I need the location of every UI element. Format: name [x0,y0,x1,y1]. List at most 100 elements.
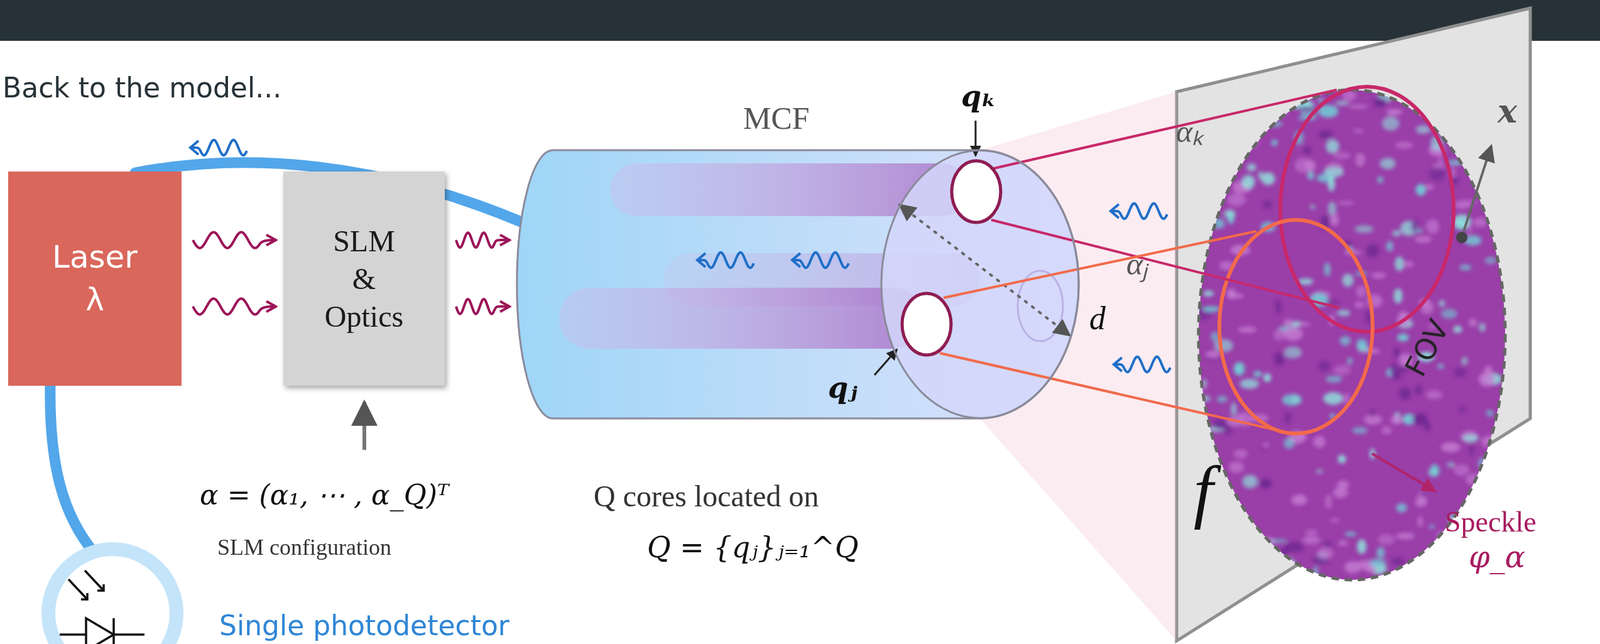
speckle-grain [1230,402,1237,417]
speckle-grain [1284,566,1303,575]
speckle-grain [1322,391,1344,405]
speckle-grain [1242,474,1259,489]
core-label: αₖ [1175,108,1203,152]
speckle-grain [1263,442,1269,447]
speckle-grain [1326,300,1341,305]
text-holder: αₖ [949,158,1003,225]
photodetector: Single photodetector [40,541,185,644]
speckle-grain [1241,565,1256,575]
speckle-grain [1199,189,1220,196]
speckle-grain [1291,494,1308,506]
speckle-grain [1376,176,1384,184]
wave-arrow-head [792,253,801,267]
speckle-grain [1297,278,1313,285]
speckle-grain [1391,370,1403,380]
core-outline [900,291,953,357]
speckle-grain [1351,427,1367,435]
qj-arrow [874,349,898,376]
point-label: x [1497,92,1518,129]
speckle-grain [1302,535,1321,545]
title-bar [0,0,1600,41]
speckle-grain [1312,565,1318,579]
config-vector: α = (α₁, ⋯ , α_Q)ᵀ [199,479,449,511]
speckle-grain [1273,328,1286,340]
wave-arrow [190,140,247,156]
speckle-grain [1458,116,1468,131]
node-text: SLM & Optics [320,222,409,336]
speckle-grain [1385,108,1403,115]
speckle-grain [1229,165,1237,174]
speckle-grain [1441,308,1458,319]
core-ring [902,293,952,355]
speckle-grain [1205,550,1219,558]
fiber-node: MCFαₖαⱼ [517,150,1079,419]
speckle-grain [1271,139,1278,146]
speckle-grain [1414,496,1427,507]
speckle-grain [1324,494,1332,509]
speckle-grain [1459,264,1472,271]
fiber-face-contour [881,150,1079,419]
speckle-grain [1484,498,1499,505]
detector-ring [48,549,177,644]
core-set: Q = {qⱼ}ⱼ₌₁^Q [647,531,859,564]
speckle-grain [1315,469,1323,474]
speckle-grain [1191,395,1211,403]
speckle-grain [1228,461,1245,474]
text-holder: Laserλ [8,171,182,386]
speckle-grain [1451,139,1465,148]
speckle-grain [1415,184,1426,196]
speckle-grain [1241,88,1252,97]
speckle-grain [1376,547,1385,558]
speckle-grain [1284,437,1295,450]
speckle-grain [1263,373,1271,382]
speckle-grain [1420,491,1426,497]
speckle-grain [1365,565,1376,573]
speckle-symbol: φ_α [1468,540,1526,574]
photodiode-symbol [81,593,88,600]
text-holder: SLM & Optics [283,171,445,386]
speckle-grain [1417,516,1423,528]
speckle-grain [1414,385,1423,396]
speckle-grain [1482,173,1494,183]
text-holder: αⱼ [900,291,953,357]
detector-outline [40,541,185,644]
speckle-grain [1326,139,1340,154]
speckle-grain [1240,571,1252,581]
cores-caption: Q cores located on [593,479,820,514]
speckle-grain [1338,201,1356,205]
speckle-grain [1318,130,1334,139]
speckle-grain [1198,554,1206,566]
speckle-grain [1395,532,1415,540]
core-circle: αⱼ [900,291,953,357]
speckle-grain [1284,346,1302,359]
speckle-grain [1468,317,1477,327]
photodiode-symbol [86,618,114,644]
core-j-spot [1219,219,1373,434]
speckle-grain [1355,152,1366,167]
speckle-grain [1450,122,1459,137]
speckle-grain [1216,395,1228,403]
speckle-grain [1471,110,1488,122]
speckle-grain [1226,288,1237,300]
speckle-grain [1395,503,1408,513]
speckle-grain [1373,97,1388,108]
speckle-grain [1369,410,1376,418]
speckle-grain [1199,173,1209,181]
speckle-grain [1346,357,1353,365]
speckle-grain [1294,157,1312,173]
speckle-grain [1260,446,1266,450]
speckle-grain [1194,439,1204,453]
speckle-grain [1263,201,1272,209]
speckle-grain [1453,101,1472,111]
speckle-grain [1344,532,1357,537]
speckle-grain [1269,538,1288,543]
speckle-grain [1366,244,1379,258]
wave-arrow-head [1110,204,1119,218]
speckle-grain [1478,322,1486,332]
wave-arrow [697,252,754,268]
speckle-grain [1273,351,1285,366]
speckle-grain [1397,333,1410,342]
photodiode-symbol [68,579,88,600]
observation-plane [1176,8,1531,641]
speckle-grain [1371,272,1387,279]
